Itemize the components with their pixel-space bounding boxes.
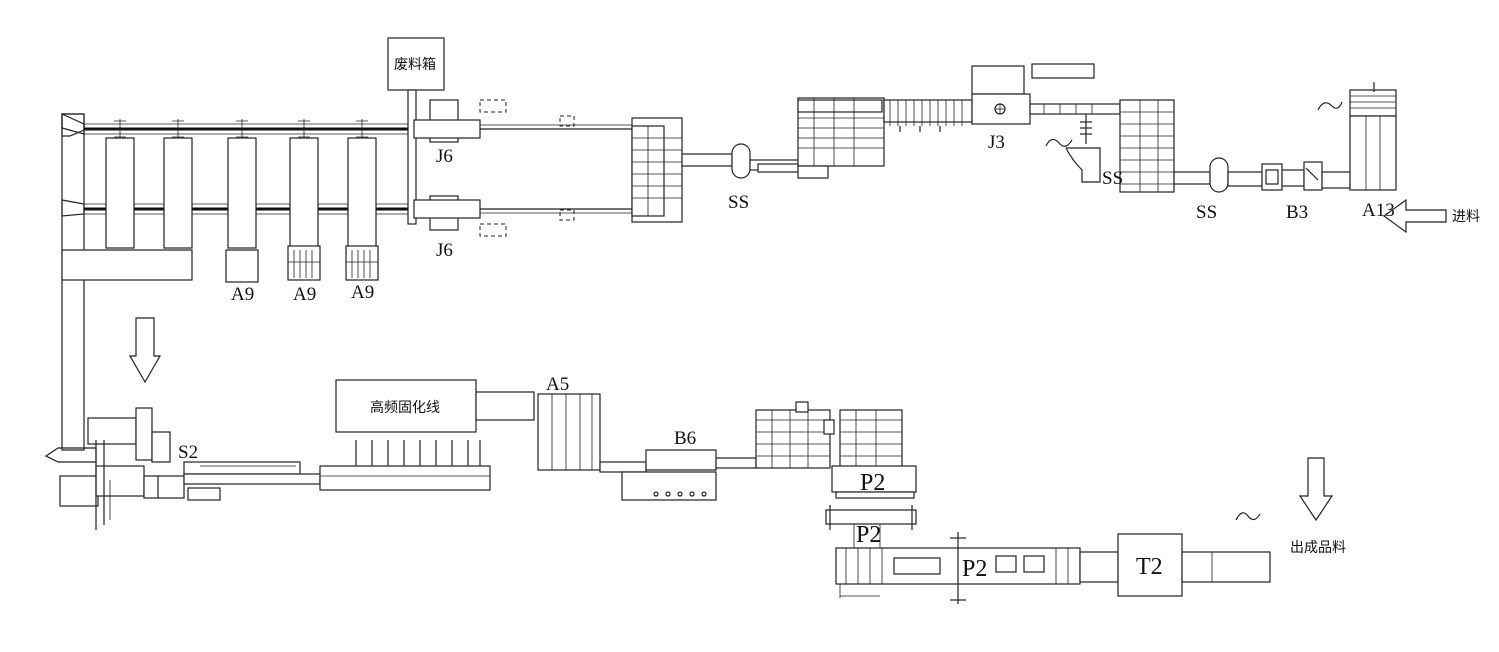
waste-box-label: 废料箱 bbox=[394, 57, 436, 73]
rail-station-tick bbox=[236, 119, 248, 139]
label-a9-2: A9 bbox=[293, 284, 316, 305]
label-feed-in: 进料 bbox=[1452, 209, 1480, 225]
roller-conveyor-to-j3 bbox=[883, 99, 973, 132]
down-arrow-left bbox=[128, 317, 162, 384]
j3-machine bbox=[971, 63, 1095, 125]
hf-curing-label: 高频固化线 bbox=[370, 399, 440, 416]
feed-in-arrow bbox=[1382, 198, 1447, 234]
station-column-1 bbox=[105, 137, 135, 249]
label-a9-1: A9 bbox=[231, 284, 254, 305]
label-j6-top: J6 bbox=[436, 146, 453, 167]
j6-bottom-machine bbox=[413, 195, 636, 237]
p2-unit-2 bbox=[825, 505, 917, 548]
label-b3: B3 bbox=[1286, 202, 1308, 223]
p2-unit-1 bbox=[831, 409, 917, 499]
output-down-arrow bbox=[1298, 457, 1334, 522]
ss-conveyor-2 bbox=[1173, 157, 1263, 193]
s2-outfeed-conveyor bbox=[183, 461, 321, 485]
waste-box: 废料箱 bbox=[387, 37, 445, 225]
label-ss-1: SS bbox=[728, 192, 749, 213]
label-j3: J3 bbox=[988, 132, 1005, 153]
upper-conveyor-rail bbox=[61, 113, 410, 135]
label-a5: A5 bbox=[546, 374, 569, 395]
station-column-4 bbox=[287, 137, 321, 281]
station-column-2 bbox=[163, 137, 193, 249]
middle-stacker bbox=[797, 97, 885, 179]
label-t2: T2 bbox=[1136, 554, 1163, 580]
rail-station-tick bbox=[356, 119, 368, 139]
operator-symbol bbox=[1235, 512, 1261, 521]
station-column-5 bbox=[345, 137, 379, 281]
b6-machine bbox=[599, 449, 757, 501]
label-ss-3: SS bbox=[1196, 202, 1217, 223]
rail-station-tick bbox=[114, 119, 126, 139]
right-stacker bbox=[1119, 99, 1175, 193]
a5-machine bbox=[537, 393, 601, 471]
b3-machine bbox=[1261, 161, 1323, 191]
label-p2-1: P2 bbox=[860, 470, 885, 496]
label-output: 出成品料 bbox=[1290, 540, 1346, 556]
label-a13: A13 bbox=[1362, 200, 1395, 221]
top-stacker bbox=[631, 117, 683, 223]
station-column-3 bbox=[225, 137, 259, 283]
label-a9-3: A9 bbox=[351, 282, 374, 303]
label-j6-bottom: J6 bbox=[436, 240, 453, 261]
j6-top-machine bbox=[413, 99, 636, 143]
label-p2-3: P2 bbox=[962, 556, 987, 582]
p2-infeed-stacker bbox=[755, 401, 835, 469]
t2-machine bbox=[1079, 533, 1271, 597]
ss-conveyor-1 bbox=[681, 143, 799, 179]
rail-station-tick bbox=[172, 119, 184, 139]
label-b6: B6 bbox=[674, 428, 696, 449]
a13-machine bbox=[1317, 82, 1397, 191]
label-s2: S2 bbox=[178, 442, 198, 463]
rail-station-tick bbox=[298, 119, 310, 139]
s2-machine bbox=[44, 407, 221, 530]
hf-curing-line: 高频固化线 bbox=[319, 379, 535, 491]
label-p2-2: P2 bbox=[856, 522, 881, 548]
left-frame bbox=[61, 113, 193, 451]
label-ss-2: SS bbox=[1102, 168, 1123, 189]
